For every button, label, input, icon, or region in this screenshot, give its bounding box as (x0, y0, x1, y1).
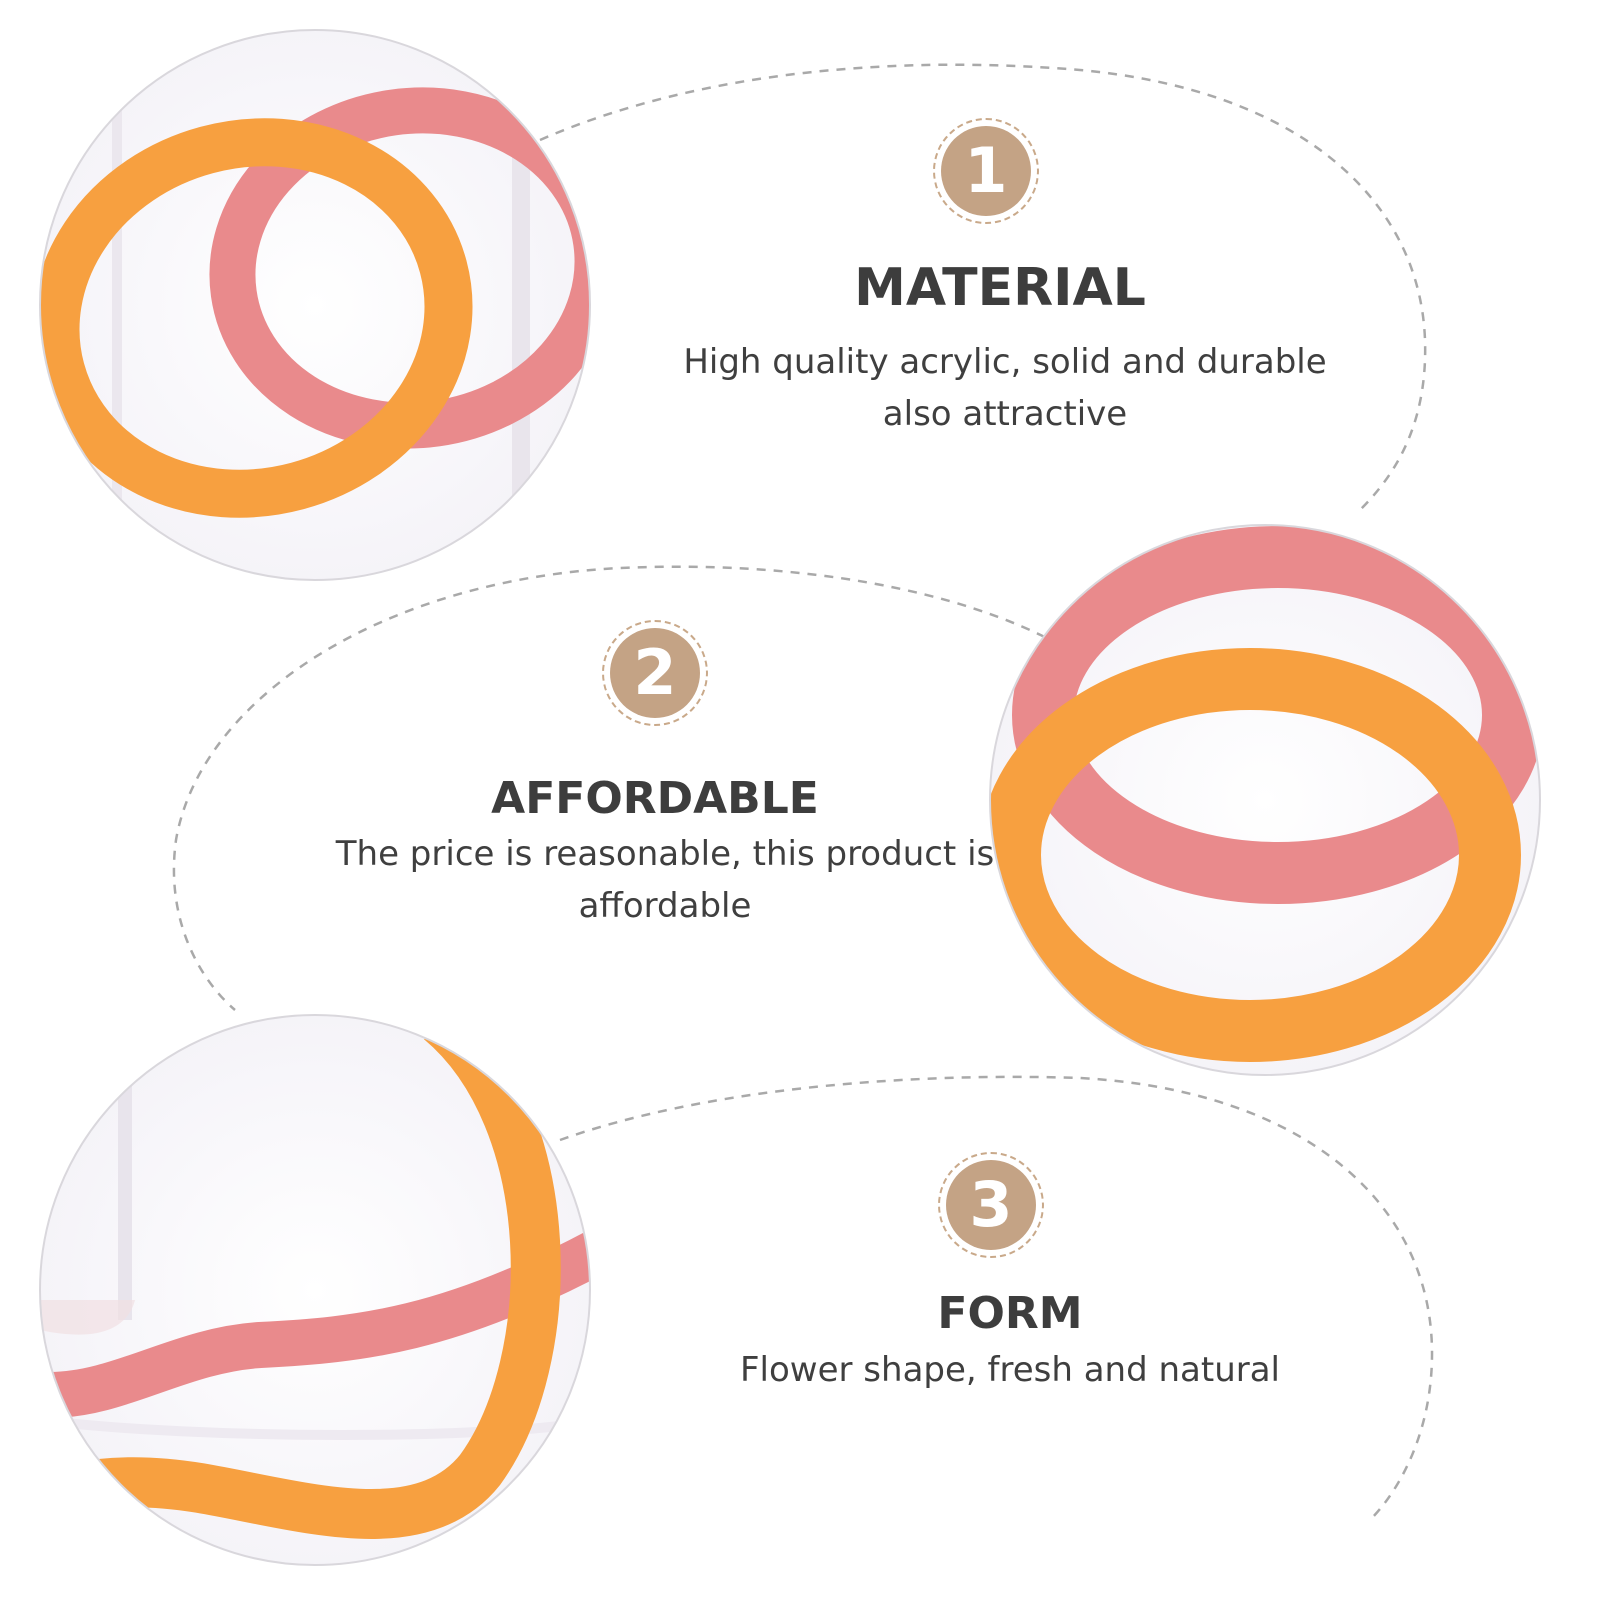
feature-desc-affordable-line2: affordable (578, 886, 752, 926)
number-badge-3: 3 (938, 1152, 1044, 1258)
badge-number-1: 1 (941, 126, 1031, 216)
dashed-connector-lines (172, 63, 1434, 1521)
number-badge-1: 1 (933, 118, 1039, 224)
product-photo-1 (39, 29, 591, 581)
feature-title-material: MATERIAL (854, 258, 1146, 318)
badge-number-3: 3 (946, 1160, 1036, 1250)
product-photo-3 (39, 1014, 591, 1566)
number-badge-2: 2 (602, 620, 708, 726)
feature-desc-material-line1: High quality acrylic, solid and durable (683, 342, 1327, 382)
product-photo-2 (989, 524, 1541, 1076)
feature-desc-form-line1: Flower shape, fresh and natural (739, 1350, 1280, 1390)
badge-number-2: 2 (610, 628, 700, 718)
feature-desc-material-line2: also attractive (882, 394, 1128, 434)
feature-title-form: FORM (937, 1288, 1083, 1339)
feature-title-affordable: AFFORDABLE (491, 773, 819, 824)
feature-desc-affordable-line1: The price is reasonable, this product is (335, 834, 995, 874)
